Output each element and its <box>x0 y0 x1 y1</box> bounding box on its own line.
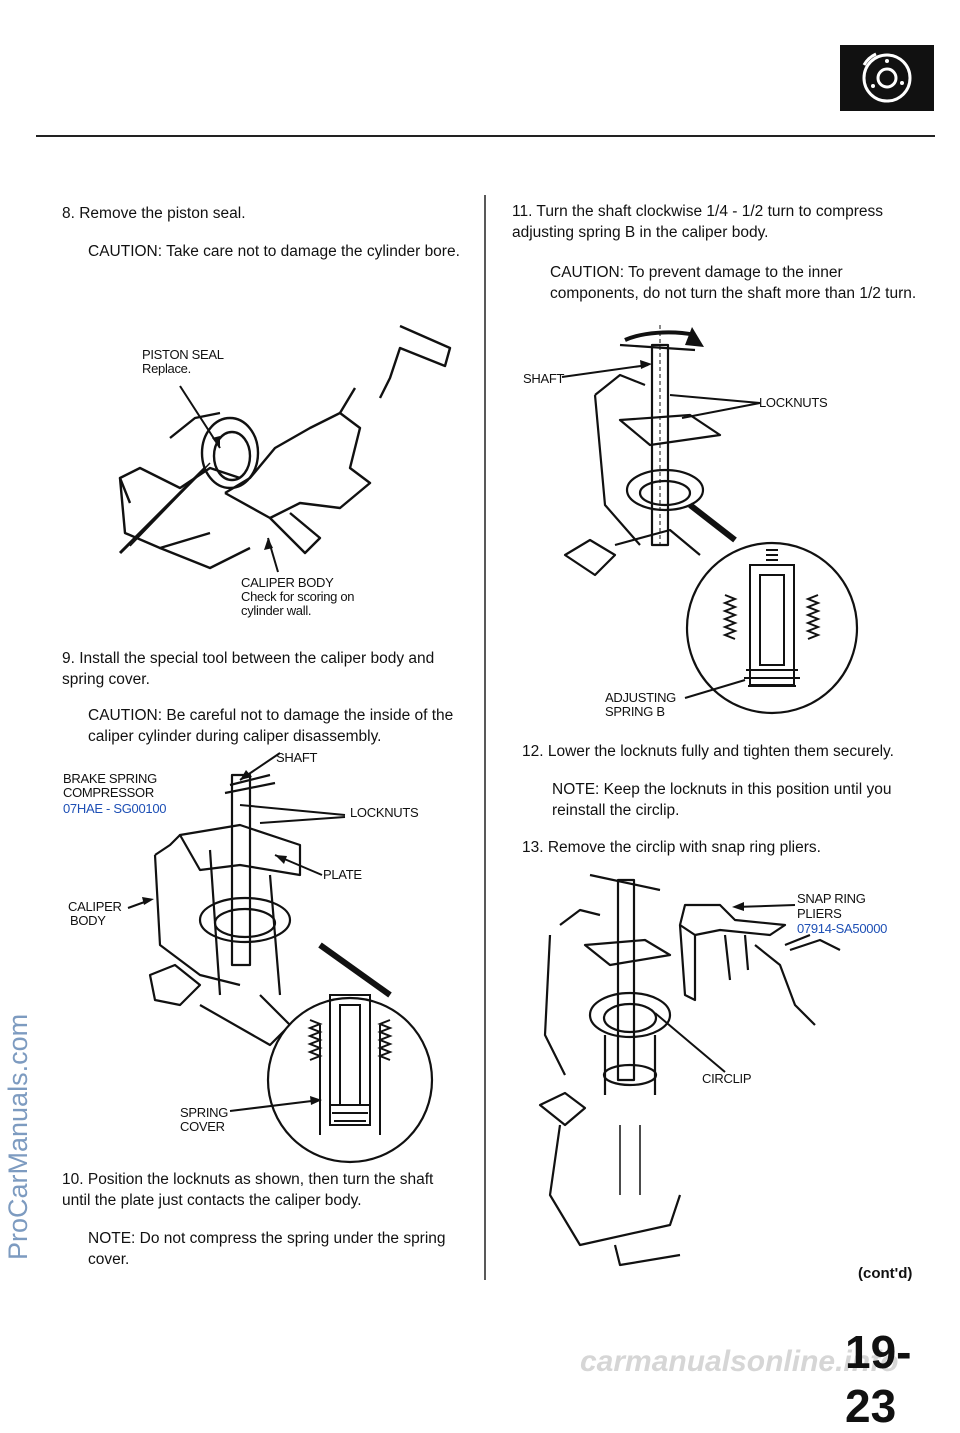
label-shaft-right: SHAFT <box>523 371 565 386</box>
column-divider <box>484 195 486 1280</box>
step-12: 12. Lower the locknuts fully and tighten… <box>522 743 894 760</box>
label-check: Check for scoring on <box>241 589 355 604</box>
label-spring-b: SPRING B <box>605 704 665 719</box>
label-replace: Replace. <box>142 361 191 376</box>
label-part-no-compressor: 07HAE - SG00100 <box>63 801 167 816</box>
cont-d-label: (cont'd) <box>858 1265 913 1282</box>
label-adjusting: ADJUSTING <box>605 690 676 705</box>
page-number: 19-23 <box>845 1326 912 1432</box>
label-caliper: CALIPER <box>68 899 122 914</box>
side-watermark: ProCarManuals.com <box>3 560 43 1260</box>
label-plate: PLATE <box>323 867 362 882</box>
figure-shaft-turn <box>561 325 859 715</box>
step-10: 10. Position the locknuts as shown, then… <box>62 1171 434 1209</box>
label-locknuts-right: LOCKNUTS <box>759 395 828 410</box>
label-compressor: COMPRESSOR <box>63 785 154 800</box>
label-snap-ring: SNAP RING <box>797 891 866 906</box>
brake-disc-icon <box>840 45 934 111</box>
step-9: 9. Install the special tool between the … <box>62 650 435 688</box>
figure-circlip-removal <box>538 873 841 1267</box>
figure-brake-spring-compressor <box>127 752 434 1164</box>
step-8: 8. Remove the piston seal. <box>62 205 246 222</box>
label-locknuts-left: LOCKNUTS <box>350 805 419 820</box>
step-11: 11. Turn the shaft clockwise 1/4 - 1/2 t… <box>512 203 884 241</box>
label-cover: COVER <box>180 1119 225 1134</box>
label-spring: SPRING <box>180 1105 229 1120</box>
label-body: BODY <box>70 913 106 928</box>
label-shaft-left: SHAFT <box>276 750 318 765</box>
label-piston-seal: PISTON SEAL <box>142 347 224 362</box>
label-part-no-pliers: 07914-SA50000 <box>797 921 888 936</box>
step-12-note: NOTE: Keep the locknuts in this position… <box>552 781 892 819</box>
side-watermark-text: ProCarManuals.com <box>3 1013 33 1260</box>
step-13: 13. Remove the circlip with snap ring pl… <box>522 839 821 856</box>
step-11-caution: CAUTION: To prevent damage to the inner … <box>550 264 917 302</box>
figure-piston-seal <box>118 324 452 573</box>
label-cylinder-wall: cylinder wall. <box>241 603 312 618</box>
label-pliers: PLIERS <box>797 906 842 921</box>
label-brake-spring: BRAKE SPRING <box>63 771 157 786</box>
header-rule <box>36 135 935 137</box>
step-10-note: NOTE: Do not compress the spring under t… <box>88 1230 446 1268</box>
label-circlip: CIRCLIP <box>702 1071 752 1086</box>
footer-watermark: carmanualsonline.info <box>580 1345 899 1378</box>
step-8-caution: CAUTION: Take care not to damage the cyl… <box>88 243 460 260</box>
step-9-caution: CAUTION: Be careful not to damage the in… <box>88 707 454 745</box>
label-caliper-body: CALIPER BODY <box>241 575 334 590</box>
